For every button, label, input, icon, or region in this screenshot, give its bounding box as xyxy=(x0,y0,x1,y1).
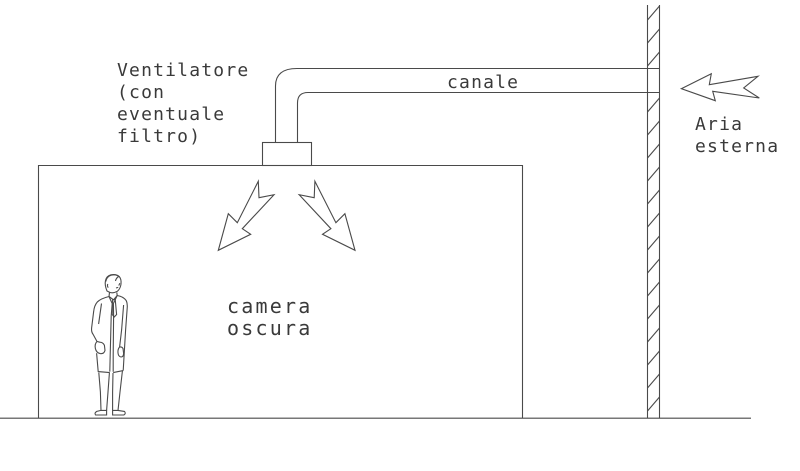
person-jacket-front xyxy=(109,315,115,372)
person-tie xyxy=(111,298,118,318)
wall-hatch-line xyxy=(647,97,660,113)
wall-hatch-line xyxy=(647,5,660,21)
duct-inner-line xyxy=(296,91,660,143)
outside-air-arrow-icon xyxy=(679,72,760,102)
person-left-hand xyxy=(94,340,106,355)
wall-hatch-line xyxy=(647,373,660,389)
person-right-shoe xyxy=(112,409,126,416)
wall-hatch-line xyxy=(647,304,660,320)
label-aria-esterna: Aria esterna xyxy=(695,114,780,157)
person-hair xyxy=(105,274,120,282)
wall-hatch-line xyxy=(647,350,660,366)
wall-hatching xyxy=(647,5,660,412)
person-right-side xyxy=(117,294,128,371)
wall-hatch-line xyxy=(647,327,660,343)
label-canale: canale xyxy=(447,72,520,93)
wall-hatch-line xyxy=(647,28,660,44)
exterior-wall xyxy=(646,5,661,418)
wall-hatch-line xyxy=(647,143,660,159)
wall-hatch-line xyxy=(647,235,660,251)
wall-hatch-line xyxy=(647,189,660,205)
wall-hatch-line xyxy=(647,51,660,67)
wall-hatch-line xyxy=(647,396,660,412)
person-face xyxy=(115,282,121,289)
wall-hatch-line xyxy=(647,258,660,274)
person-neck xyxy=(108,292,118,297)
supply-air-arrow-left-icon xyxy=(217,179,276,252)
person-left-arm-inner xyxy=(98,303,103,325)
person-figure xyxy=(90,273,128,416)
label-ventilatore: Ventilatore (con eventuale filtro) xyxy=(117,60,250,147)
person-left-shoe xyxy=(94,409,108,416)
duct xyxy=(274,67,660,143)
person-right-arm-inner xyxy=(119,304,125,348)
person-right-leg xyxy=(112,370,123,411)
wall-hatch-line xyxy=(647,166,660,182)
person-ear xyxy=(106,283,109,288)
wall-hatch-line xyxy=(647,212,660,228)
duct-outer-line xyxy=(274,67,660,143)
person-jacket-hem xyxy=(96,353,124,374)
label-camera-oscura: camera oscura xyxy=(227,294,313,340)
person-left-leg xyxy=(98,372,110,411)
wall-hatch-line xyxy=(647,120,660,136)
wall-hatch-line xyxy=(647,281,660,297)
supply-air-arrow-right-icon xyxy=(297,179,356,252)
fan-box xyxy=(261,141,313,167)
person-lapels xyxy=(108,295,118,317)
person-left-arm xyxy=(90,295,110,342)
person-right-hand xyxy=(117,346,125,358)
room-outline xyxy=(37,164,524,418)
